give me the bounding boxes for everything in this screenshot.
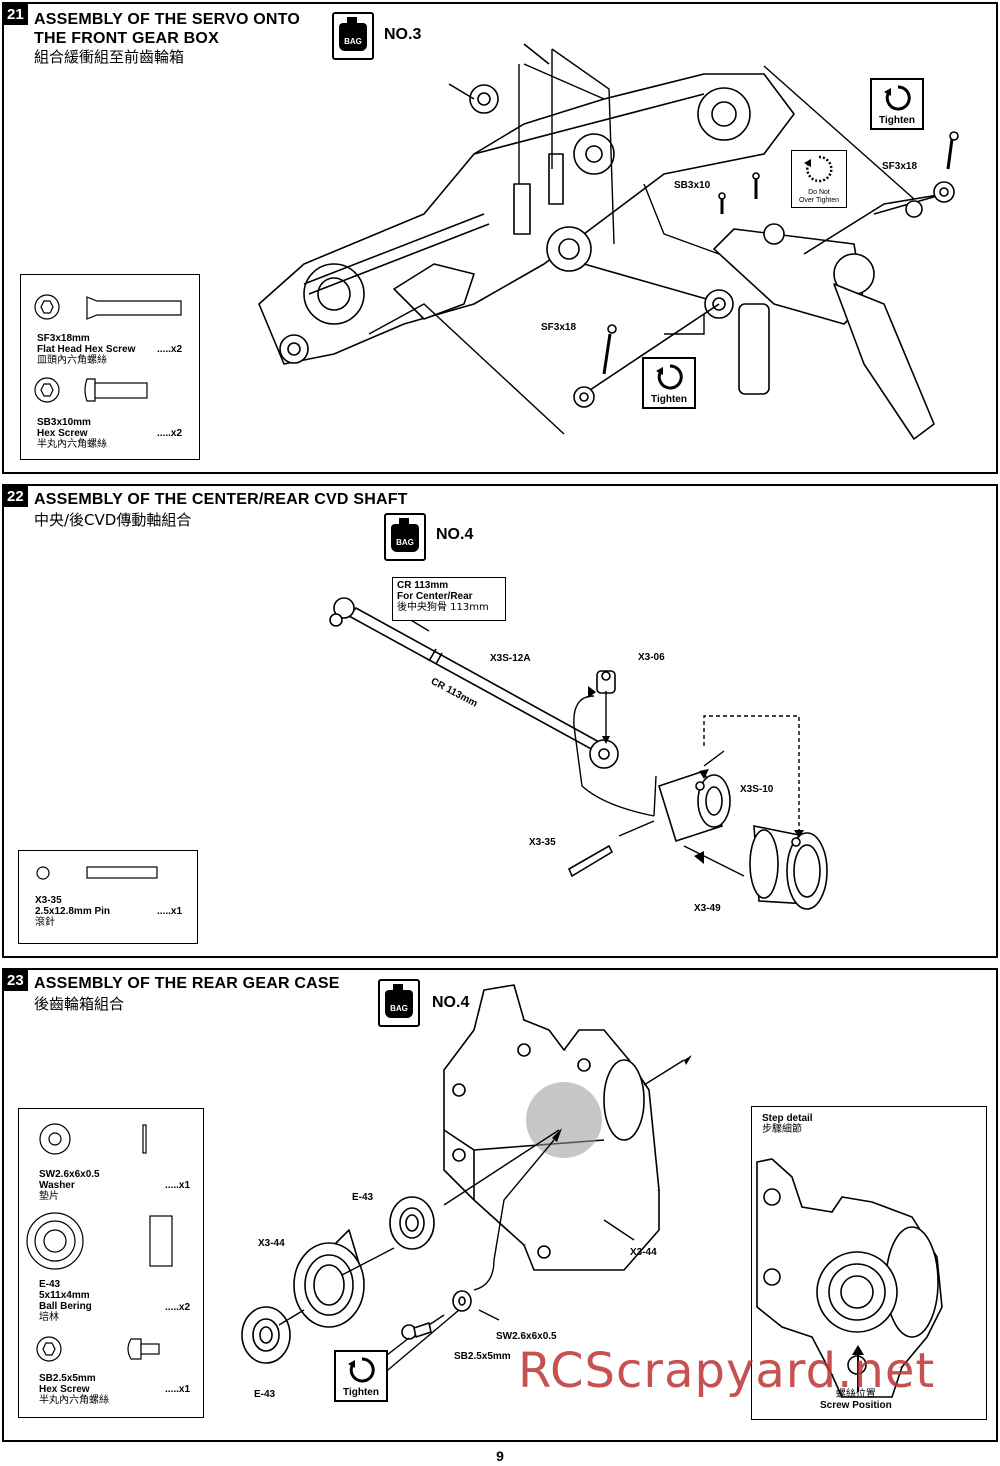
step-subtitle: 後齒輪箱組合	[34, 995, 125, 1013]
step-number: 23	[4, 970, 28, 991]
tighten-badge-top: Tighten	[870, 78, 924, 130]
step-number: 21	[4, 4, 28, 25]
step-title: ASSEMBLY OF THE REAR GEAR CASE	[34, 975, 340, 992]
qty-sf3x18: .....x2	[157, 344, 183, 355]
bag-number: NO.3	[384, 26, 422, 43]
label-sb-screw: SB2.5x5mm	[454, 1351, 511, 1362]
rear-gear-case-drawing	[241, 984, 692, 1376]
clockwise-arrow-icon	[348, 1357, 375, 1383]
qty-sw-washer: .....x1	[165, 1180, 191, 1191]
step-subtitle: 組合緩衝組至前齒輪箱	[34, 48, 185, 66]
qty-x3-35: .....x1	[157, 906, 183, 917]
watermark-text: RCScrapyard.net	[518, 1343, 936, 1399]
qty-sb-screw: .....x1	[165, 1384, 191, 1395]
bag-icon: BAG	[332, 12, 374, 60]
qty-sb3x10: .....x2	[157, 428, 183, 439]
step-detail-drawing	[756, 1158, 943, 1398]
label-sf3x18-top: SF3x18	[882, 161, 918, 172]
servo-assembly-drawing	[258, 43, 959, 440]
step-21-panel: 21 ASSEMBLY OF THE SERVO ONTO THE FRONT …	[2, 2, 998, 474]
step-title: ASSEMBLY OF THE CENTER/REAR CVD SHAFT	[34, 491, 408, 508]
step-title-line2: THE FRONT GEAR BOX	[34, 30, 219, 47]
dotted-arrow-icon	[804, 155, 833, 183]
bag-icon: BAG	[384, 513, 426, 561]
bag-icon: BAG	[378, 979, 420, 1027]
step-number: 22	[4, 486, 28, 507]
label-sw-washer: SW2.6x6x0.5	[496, 1331, 557, 1342]
label-e43-bottom: E-43	[254, 1389, 276, 1400]
tighten-badge-bottom: Tighten	[642, 357, 696, 409]
page-number: 9	[496, 1448, 504, 1464]
step-subtitle: 中央/後CVD傳動軸組合	[34, 511, 192, 529]
step-22-panel: 22 ASSEMBLY OF THE CENTER/REAR CVD SHAFT…	[2, 484, 998, 958]
label-x3-35: X3-35	[529, 837, 556, 848]
clockwise-arrow-icon	[656, 364, 683, 390]
clockwise-arrow-icon	[884, 85, 911, 111]
label-x3s-12a: X3S-12A	[490, 653, 531, 664]
bag-number: NO.4	[436, 526, 474, 543]
label-e43-top: E-43	[352, 1192, 374, 1203]
label-sf3x18-bottom: SF3x18	[541, 322, 577, 333]
label-x344-right: X3-44	[630, 1247, 657, 1258]
qty-e43-bearing: .....x2	[165, 1302, 191, 1313]
label-x344-left: X3-44	[258, 1238, 285, 1249]
step-title-line1: ASSEMBLY OF THE SERVO ONTO	[34, 11, 300, 28]
cvd-shaft-drawing	[329, 597, 828, 910]
label-x3-49: X3-49	[694, 903, 721, 914]
bag-number: NO.4	[432, 994, 470, 1011]
label-sb3x10: SB3x10	[674, 180, 711, 191]
label-x3-06: X3-06	[638, 652, 665, 663]
shaft-length-callout: CR 113mm For Center/Rear 後中央狗骨 113mm	[392, 577, 506, 621]
tighten-badge: Tighten	[334, 1350, 388, 1402]
label-x3s-10: X3S-10	[740, 784, 774, 795]
